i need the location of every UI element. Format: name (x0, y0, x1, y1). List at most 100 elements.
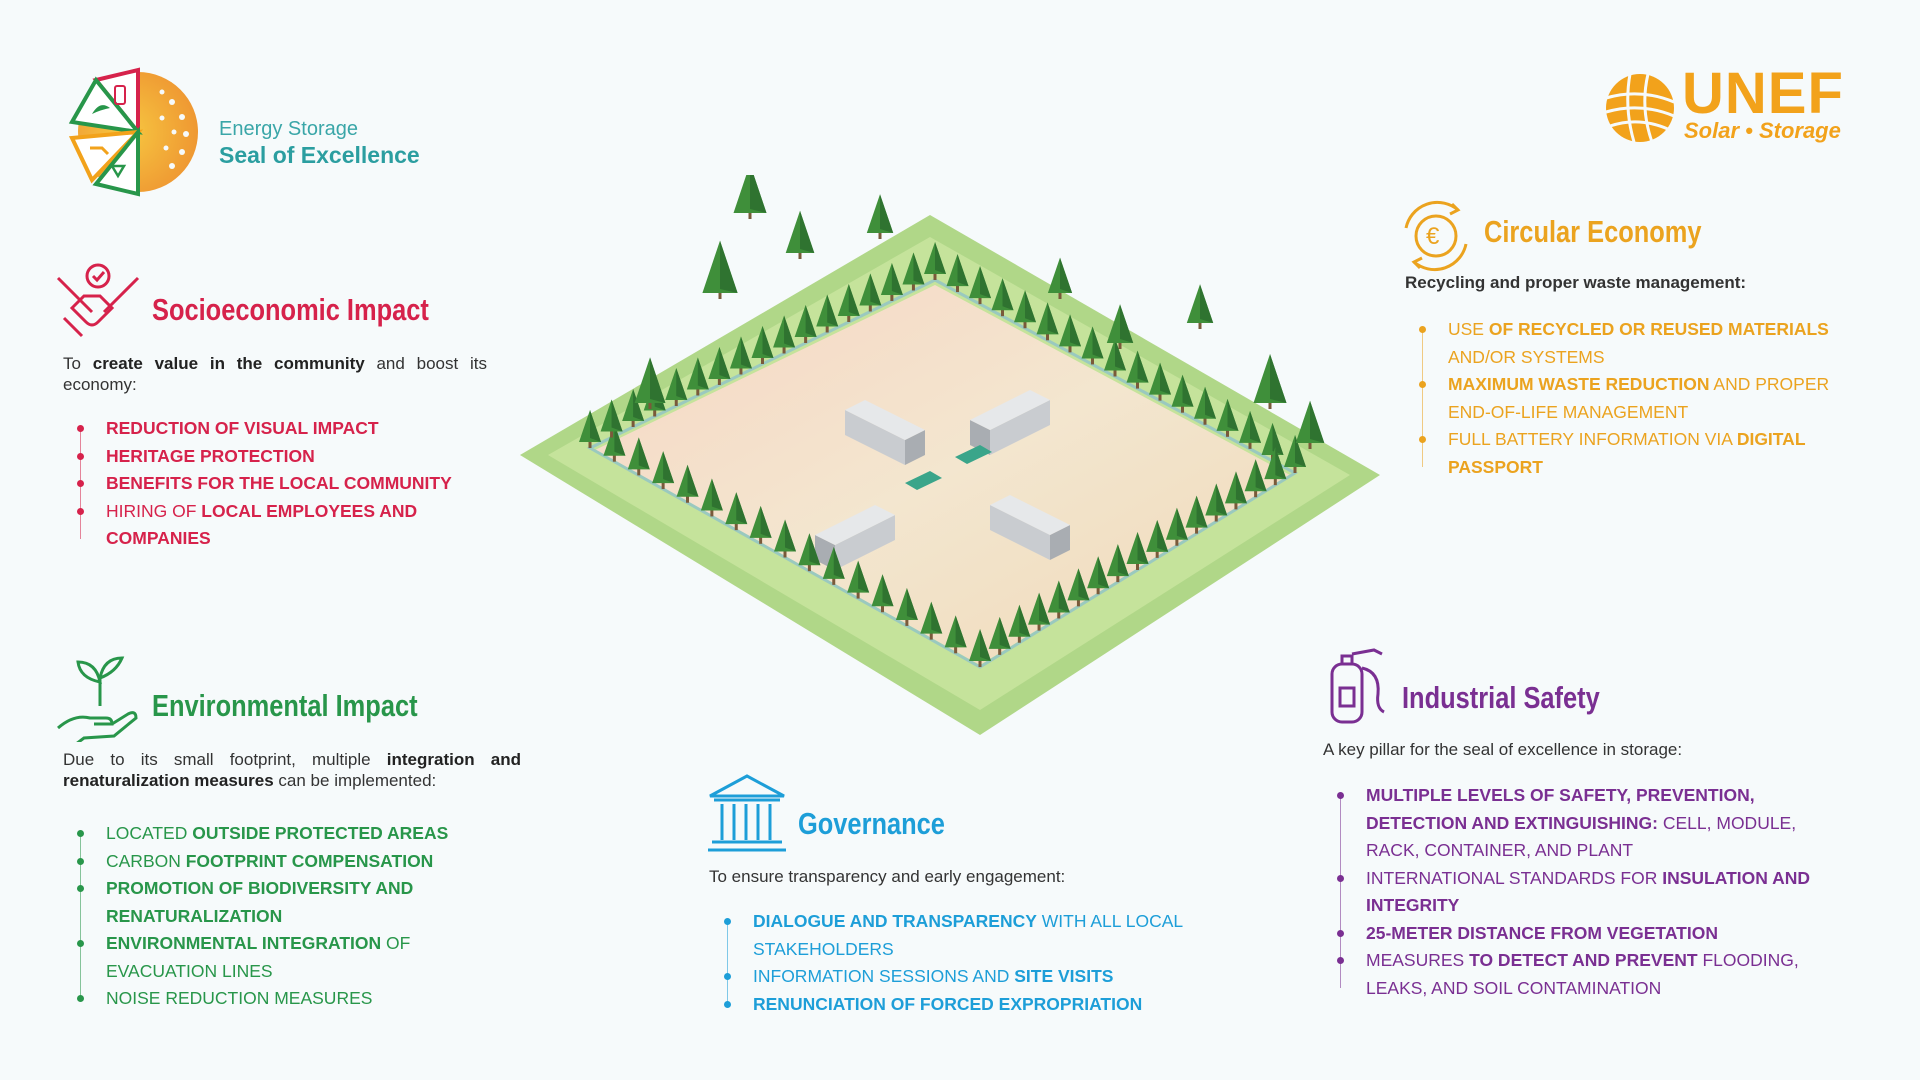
tree (1126, 532, 1149, 570)
tree (1081, 326, 1104, 365)
tree (920, 601, 943, 640)
tree (1224, 471, 1247, 510)
tree (847, 560, 870, 599)
tree (798, 533, 821, 572)
tree (1165, 507, 1188, 546)
tree (969, 266, 991, 305)
tree (1146, 519, 1169, 558)
unef-sun-icon (1605, 73, 1675, 143)
tree (1244, 459, 1267, 498)
socioeconomic-item: REDUCTION OF VISUAL IMPACT (77, 415, 500, 443)
tree (708, 347, 731, 385)
tree (991, 278, 1014, 317)
handshake-icon (54, 258, 144, 348)
safety-title: Industrial Safety (1402, 680, 1600, 715)
tree (634, 357, 666, 409)
governance-intro: To ensure transparency and early engagem… (709, 867, 1066, 886)
euro-recycle-icon: € (1398, 198, 1474, 274)
circular-intro: Recycling and proper waste management: (1405, 273, 1747, 292)
tree (1126, 350, 1149, 389)
governance-item: RENUNCIATION OF FORCED EXPROPRIATION (724, 991, 1247, 1019)
tree (725, 492, 748, 531)
tree (924, 242, 946, 280)
tree (944, 615, 967, 654)
tree (1067, 568, 1090, 607)
safety-item: MULTIPLE LEVELS OF SAFETY, PREVENTION, D… (1337, 782, 1850, 865)
storage-site-illustration (500, 164, 1400, 765)
tree (1295, 400, 1325, 449)
tree (1008, 604, 1031, 643)
tree (1014, 290, 1036, 329)
seal-of-excellence-logo: Energy Storage Seal of Excellence (62, 62, 442, 202)
tree (902, 252, 925, 291)
environmental-item: CARBON FOOTPRINT COMPENSATION (77, 848, 480, 876)
unef-logo: UNEF Solar • Storage (1600, 61, 1860, 152)
perimeter-trees (579, 164, 1325, 667)
safety-intro: A key pillar for the seal of excellence … (1323, 740, 1683, 759)
tree (774, 519, 796, 558)
fire-extinguisher-icon (1326, 644, 1388, 726)
tree (1171, 374, 1194, 413)
tree (969, 629, 991, 667)
tree (665, 368, 688, 406)
tree (1087, 556, 1110, 595)
tree (822, 546, 845, 585)
safety-list: MULTIPLE LEVELS OF SAFETY, PREVENTION, D… (1337, 782, 1850, 1002)
tree (1186, 284, 1214, 329)
tree (895, 587, 918, 626)
tree (676, 464, 699, 503)
plant-in-hand-icon (54, 652, 144, 746)
tree (603, 423, 626, 462)
socioeconomic-title: Socioeconomic Impact (152, 292, 429, 327)
tree (1047, 257, 1073, 299)
unef-subtitle: Solar • Storage (1684, 118, 1841, 143)
tree (1194, 386, 1216, 425)
unef-name: UNEF (1682, 61, 1844, 126)
tree (1264, 447, 1287, 486)
seal-line-1: Energy Storage (219, 118, 358, 140)
tree (1047, 580, 1070, 619)
environmental-item: PROMOTION OF BIODIVERSITY AND RENATURALI… (77, 875, 480, 930)
circular-list: USE OF RECYCLED OR REUSED MATERIALS AND/… (1419, 316, 1862, 481)
institution-building-icon (706, 772, 788, 854)
environmental-intro: Due to its small footprint, multiple int… (63, 750, 521, 790)
tree (579, 410, 601, 448)
tree (871, 574, 894, 613)
seal-line-2: Seal of Excellence (219, 142, 420, 168)
socioeconomic-item: HERITAGE PROTECTION (77, 443, 500, 471)
site-ground (595, 285, 1290, 665)
circular-item: MAXIMUM WASTE REDUCTION AND PROPER END-O… (1419, 371, 1862, 426)
tree (1106, 544, 1129, 583)
tree (751, 326, 774, 364)
safety-item: 25-METER DISTANCE FROM VEGETATION (1337, 920, 1850, 948)
governance-item: DIALOGUE AND TRANSPARENCY WITH ALL LOCAL… (724, 908, 1247, 963)
tree (1149, 362, 1171, 401)
tree (1036, 302, 1059, 341)
tree (1059, 314, 1081, 353)
tree (627, 437, 650, 476)
tree (946, 254, 969, 293)
tree (794, 305, 817, 343)
environmental-title: Environmental Impact (152, 688, 418, 723)
safety-item: MEASURES TO DETECT AND PREVENT FLOODING,… (1337, 947, 1850, 1002)
tree (859, 273, 882, 312)
tree (1185, 495, 1208, 534)
tree (988, 616, 1011, 655)
tree (600, 399, 623, 438)
environmental-item: LOCATED OUTSIDE PROTECTED AREAS (77, 820, 480, 848)
seal-emblem-icon (68, 67, 198, 197)
circular-title: Circular Economy (1484, 214, 1702, 249)
socioeconomic-item: HIRING OF LOCAL EMPLOYEES AND COMPANIES (77, 498, 500, 553)
environmental-item: NOISE REDUCTION MEASURES (77, 985, 480, 1013)
tree (622, 389, 645, 427)
tree (652, 451, 675, 490)
tree (733, 164, 767, 219)
governance-list: DIALOGUE AND TRANSPARENCY WITH ALL LOCAL… (724, 908, 1247, 1019)
tree (785, 210, 815, 259)
tree (837, 284, 860, 322)
tree (880, 263, 903, 301)
tree (1216, 398, 1239, 437)
socioeconomic-item: BENEFITS FOR THE LOCAL COMMUNITY (77, 470, 500, 498)
circular-item: USE OF RECYCLED OR REUSED MATERIALS AND/… (1419, 316, 1862, 371)
